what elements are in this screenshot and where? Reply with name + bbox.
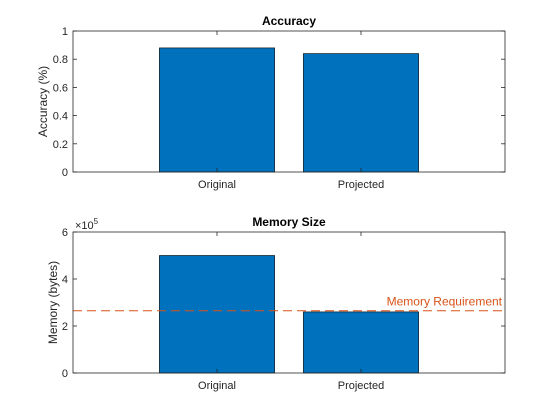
y-tick-label: 1 <box>62 26 68 38</box>
y-tick-label: 0.4 <box>53 111 68 123</box>
x-tick-label-original: Original <box>198 179 236 191</box>
memory-requirement-label: Memory Requirement <box>387 295 503 309</box>
y-tick-label: 0.6 <box>53 82 68 94</box>
bar-original <box>159 255 275 374</box>
y-tick-label: 4 <box>62 274 68 286</box>
y-tick-label: 2 <box>62 321 68 333</box>
chart-title: Memory Size <box>252 215 326 229</box>
y-axis-exponent-power: 5 <box>94 217 99 226</box>
y-tick-label: 0 <box>62 368 68 380</box>
y-axis-label: Accuracy (%) <box>36 66 50 137</box>
x-tick-label-projected: Projected <box>338 380 384 392</box>
x-tick-label-projected: Projected <box>338 179 384 191</box>
y-axis-exponent: ×105 <box>75 217 99 232</box>
bar-original <box>159 47 275 173</box>
y-tick-label: 0.8 <box>53 54 68 66</box>
y-tick-label: 6 <box>62 227 68 239</box>
y-tick-label: 0.2 <box>53 139 68 151</box>
axes-box <box>72 30 506 173</box>
y-axis-label: Memory (bytes) <box>46 261 60 344</box>
x-tick-label-original: Original <box>198 380 236 392</box>
chart-title: Accuracy <box>262 14 316 28</box>
y-axis-exponent-base: ×10 <box>75 220 94 232</box>
axes-box <box>72 231 506 374</box>
bar-projected <box>303 311 419 374</box>
bar-projected <box>303 53 419 173</box>
y-tick-label: 0 <box>62 167 68 179</box>
